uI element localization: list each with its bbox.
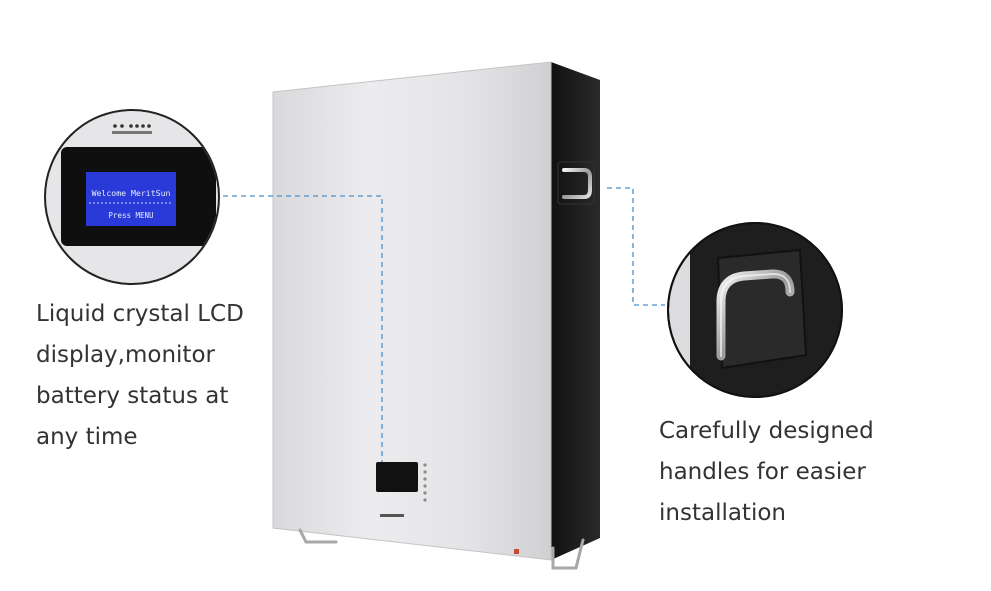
handle-caption-line: Carefully designed xyxy=(659,418,874,444)
cabinet-bottom-handle-left-icon xyxy=(298,528,338,544)
handle-magnifier-front-edge xyxy=(669,224,690,396)
magnifier-indicator-dots xyxy=(113,124,151,128)
cabinet-bottom-handle-right-icon xyxy=(551,538,585,570)
cabinet-handle-recess xyxy=(557,161,595,205)
cabinet-side-panel xyxy=(551,62,600,560)
lcd-magnifier: Welcome MeritSun Press MENU xyxy=(44,109,220,285)
lcd-caption-line: battery status at xyxy=(36,383,229,409)
handle-leader-line xyxy=(607,187,665,306)
lcd-caption-line: Liquid crystal LCD xyxy=(36,301,244,327)
battery-cabinet xyxy=(272,61,600,570)
cabinet-brand-mark xyxy=(380,514,404,517)
handle-magnifier xyxy=(667,222,843,398)
lcd-screen-line-1: Welcome MeritSun xyxy=(92,188,171,198)
cabinet-mini-lcd xyxy=(376,462,418,492)
handle-feature-caption: Carefully designed handles for easier in… xyxy=(659,411,874,534)
cabinet-terminal xyxy=(514,549,519,554)
handle-caption-line: installation xyxy=(659,500,786,526)
handle-caption-line: handles for easier xyxy=(659,459,866,485)
lcd-screen-line-2: Press MENU xyxy=(108,211,153,220)
lcd-caption-line: display,monitor xyxy=(36,342,215,368)
lcd-leader-line xyxy=(223,195,383,462)
magnifier-brand-mark xyxy=(112,131,152,134)
lcd-screen xyxy=(86,172,176,226)
handle-recess xyxy=(716,248,808,370)
lcd-caption-line: any time xyxy=(36,424,138,450)
cabinet-indicator-leds xyxy=(423,463,427,502)
lcd-feature-caption: Liquid crystal LCD display,monitor batte… xyxy=(36,294,244,458)
cabinet-front-panel xyxy=(272,61,552,561)
cabinet-side-handle-icon xyxy=(562,168,592,199)
